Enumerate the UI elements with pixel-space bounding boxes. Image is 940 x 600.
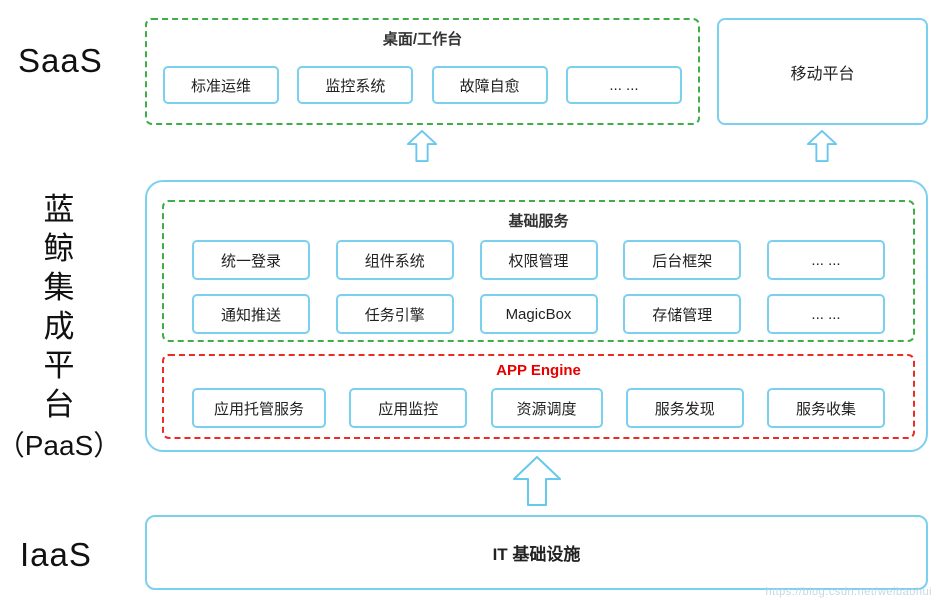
base-service-box: ... ... — [767, 294, 885, 334]
base-services-row2: 通知推送 任务引擎 MagicBox 存储管理 ... ... — [164, 294, 913, 334]
base-services-title: 基础服务 — [508, 213, 569, 230]
app-engine-box: 应用托管服务 — [192, 388, 326, 428]
layer-label-iaas: IaaS — [20, 536, 92, 573]
base-service-box: 后台框架 — [623, 240, 742, 280]
base-service-box: 统一登录 — [192, 240, 310, 280]
layer-label-paas: 蓝 鲸 集 成 平 台 （PaaS） — [0, 190, 122, 466]
box-label: 后台框架 — [652, 252, 713, 270]
app-engine-items: 应用托管服务 应用监控 资源调度 服务发现 服务收集 — [164, 388, 913, 428]
box-label: 存储管理 — [652, 306, 713, 324]
box-label: 监控系统 — [325, 77, 386, 95]
paas-label-suffix: （PaaS） — [0, 430, 122, 461]
box-label: ... ... — [811, 251, 841, 269]
up-arrow-icon — [806, 130, 838, 162]
paas-label-char: 成 — [43, 309, 75, 344]
watermark-text: https://blog.csdn.net/weibaohui — [765, 586, 932, 598]
app-engine-box: 服务发现 — [625, 388, 744, 428]
box-label: 故障自愈 — [459, 77, 520, 95]
app-engine-box: 服务收集 — [767, 388, 885, 428]
base-service-box: 通知推送 — [192, 294, 310, 334]
box-label: MagicBox — [505, 305, 572, 323]
box-label: 权限管理 — [508, 252, 569, 270]
box-label: 组件系统 — [364, 252, 425, 270]
paas-label-char: 台 — [43, 387, 75, 422]
box-label: ... ... — [811, 305, 841, 323]
base-service-box: 组件系统 — [335, 240, 454, 280]
desktop-group-title: 桌面/工作台 — [382, 31, 463, 48]
desktop-workbench-group: 桌面/工作台 标准运维 监控系统 故障自愈 ... ... — [145, 18, 700, 125]
paas-label-char: 平 — [43, 348, 75, 383]
up-arrow-icon — [406, 130, 438, 162]
box-label: 移动平台 — [790, 65, 855, 83]
desktop-group-items: 标准运维 监控系统 故障自愈 ... ... — [147, 66, 698, 104]
app-engine-title: APP Engine — [496, 362, 581, 379]
box-label: 服务收集 — [795, 400, 856, 418]
paas-platform-container: 基础服务 统一登录 组件系统 权限管理 后台框架 ... ... 通知推送 任务… — [145, 180, 928, 452]
saas-item-box: 监控系统 — [297, 66, 414, 104]
box-label: 资源调度 — [516, 400, 577, 418]
paas-label-char: 蓝 — [43, 192, 75, 227]
box-label: 应用托管服务 — [213, 400, 304, 418]
box-label: ... ... — [609, 76, 639, 94]
base-services-row1: 统一登录 组件系统 权限管理 后台框架 ... ... — [164, 240, 913, 280]
box-label: 任务引擎 — [364, 306, 425, 324]
paas-label-char: 集 — [43, 270, 75, 305]
box-label: IT 基础设施 — [492, 545, 581, 564]
base-services-group: 基础服务 统一登录 组件系统 权限管理 后台框架 ... ... 通知推送 任务… — [162, 200, 915, 342]
base-service-box: 存储管理 — [623, 294, 742, 334]
base-service-box: MagicBox — [479, 294, 598, 334]
base-service-box: 任务引擎 — [335, 294, 454, 334]
layer-label-saas: SaaS — [18, 42, 103, 79]
app-engine-group: APP Engine 应用托管服务 应用监控 资源调度 服务发现 服务收集 — [162, 354, 915, 439]
box-label: 统一登录 — [220, 252, 281, 270]
box-label: 应用监控 — [378, 400, 439, 418]
saas-item-box: 故障自愈 — [431, 66, 548, 104]
paas-label-char: 鲸 — [43, 231, 75, 266]
app-engine-box: 资源调度 — [490, 388, 603, 428]
saas-item-box: 标准运维 — [163, 66, 279, 104]
mobile-platform-box: 移动平台 — [717, 18, 928, 125]
it-infrastructure-box: IT 基础设施 — [145, 515, 928, 590]
box-label: 标准运维 — [190, 77, 251, 95]
saas-item-box: ... ... — [565, 66, 682, 104]
box-label: 服务发现 — [654, 400, 715, 418]
base-service-box: ... ... — [767, 240, 885, 280]
app-engine-box: 应用监控 — [349, 388, 468, 428]
base-service-box: 权限管理 — [479, 240, 598, 280]
box-label: 通知推送 — [220, 306, 281, 324]
up-arrow-icon — [513, 456, 561, 506]
